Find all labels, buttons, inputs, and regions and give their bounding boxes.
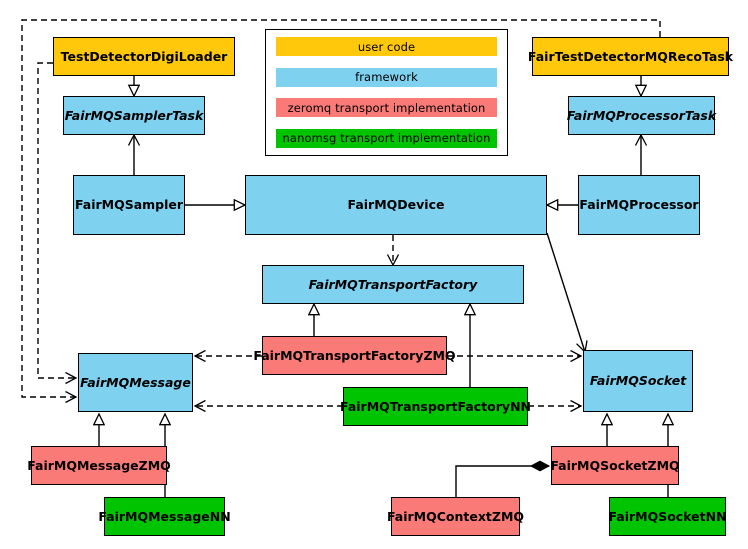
class-box-label: FairMQSocketZMQ <box>550 457 680 473</box>
legend-item-zeromq: zeromq transport implementation <box>276 98 497 118</box>
class-box-fairmqsocketnn[interactable]: FairMQSocketNN <box>608 497 727 536</box>
class-box-fairtestdetectormqrecotask[interactable]: FairTestDetectorMQRecoTask <box>528 37 733 76</box>
edge-device-socket <box>546 232 585 352</box>
legend-item-user-code: user code <box>276 37 497 56</box>
class-box-fairmqmessagenn[interactable]: FairMQMessageNN <box>98 497 231 536</box>
class-box-label: FairMQMessageNN <box>98 508 231 524</box>
class-box-fairmqsamplertask[interactable]: FairMQSamplerTask <box>63 96 205 135</box>
class-box-fairmqdevice[interactable]: FairMQDevice <box>245 175 547 235</box>
class-box-label: FairMQDevice <box>347 197 445 213</box>
edge-contextzmq-socketzmq <box>455 466 549 497</box>
class-box-fairmqmessagezmq[interactable]: FairMQMessageZMQ <box>27 446 171 485</box>
class-box-label: FairMQSamplerTask <box>64 107 204 123</box>
class-box-label: FairMQTransportFactoryNN <box>340 398 531 414</box>
class-box-label: FairMQProcessor <box>579 197 699 213</box>
class-box-label: FairMQSocket <box>589 373 687 389</box>
class-box-label: FairMQMessageZMQ <box>27 457 171 473</box>
class-box-fairmqtransportfactoryzmq[interactable]: FairMQTransportFactoryZMQ <box>253 336 456 375</box>
class-box-label: FairMQTransportFactory <box>308 276 478 292</box>
class-box-fairmqtransportfactory[interactable]: FairMQTransportFactory <box>262 265 524 304</box>
class-box-fairmqprocessortask[interactable]: FairMQProcessorTask <box>566 96 717 135</box>
class-box-fairmqmessage[interactable]: FairMQMessage <box>78 353 193 412</box>
class-box-label: FairMQTransportFactoryZMQ <box>253 347 456 363</box>
legend-item-framework: framework <box>276 67 497 87</box>
class-box-label: TestDetectorDigiLoader <box>60 48 228 64</box>
class-box-fairmqtransportfactorynn[interactable]: FairMQTransportFactoryNN <box>340 387 531 426</box>
legend-label-nanomsg: nanomsg transport implementation <box>282 131 491 146</box>
class-box-label: FairMQMessage <box>80 374 191 390</box>
class-box-label: FairMQSocketNN <box>608 508 727 524</box>
class-box-fairmqsampler[interactable]: FairMQSampler <box>73 175 185 235</box>
class-box-fairmqcontextzmq[interactable]: FairMQContextZMQ <box>387 497 524 536</box>
class-box-label: FairTestDetectorMQRecoTask <box>527 48 734 64</box>
class-box-fairmqsocketzmq[interactable]: FairMQSocketZMQ <box>550 446 680 485</box>
class-box-label: FairMQSampler <box>74 197 184 213</box>
class-box-fairmqsocket[interactable]: FairMQSocket <box>583 350 693 412</box>
legend-label-user-code: user code <box>357 39 416 54</box>
class-box-label: FairMQContextZMQ <box>386 508 525 524</box>
legend-item-nanomsg: nanomsg transport implementation <box>276 128 497 148</box>
legend-label-zeromq: zeromq transport implementation <box>287 100 486 115</box>
legend-label-framework: framework <box>355 70 418 85</box>
class-box-label: FairMQProcessorTask <box>566 107 717 123</box>
class-box-fairmqprocessor[interactable]: FairMQProcessor <box>578 175 700 235</box>
class-box-testdetectordigiloader[interactable]: TestDetectorDigiLoader <box>53 37 235 76</box>
legend: user code framework zeromq transport imp… <box>265 29 508 156</box>
